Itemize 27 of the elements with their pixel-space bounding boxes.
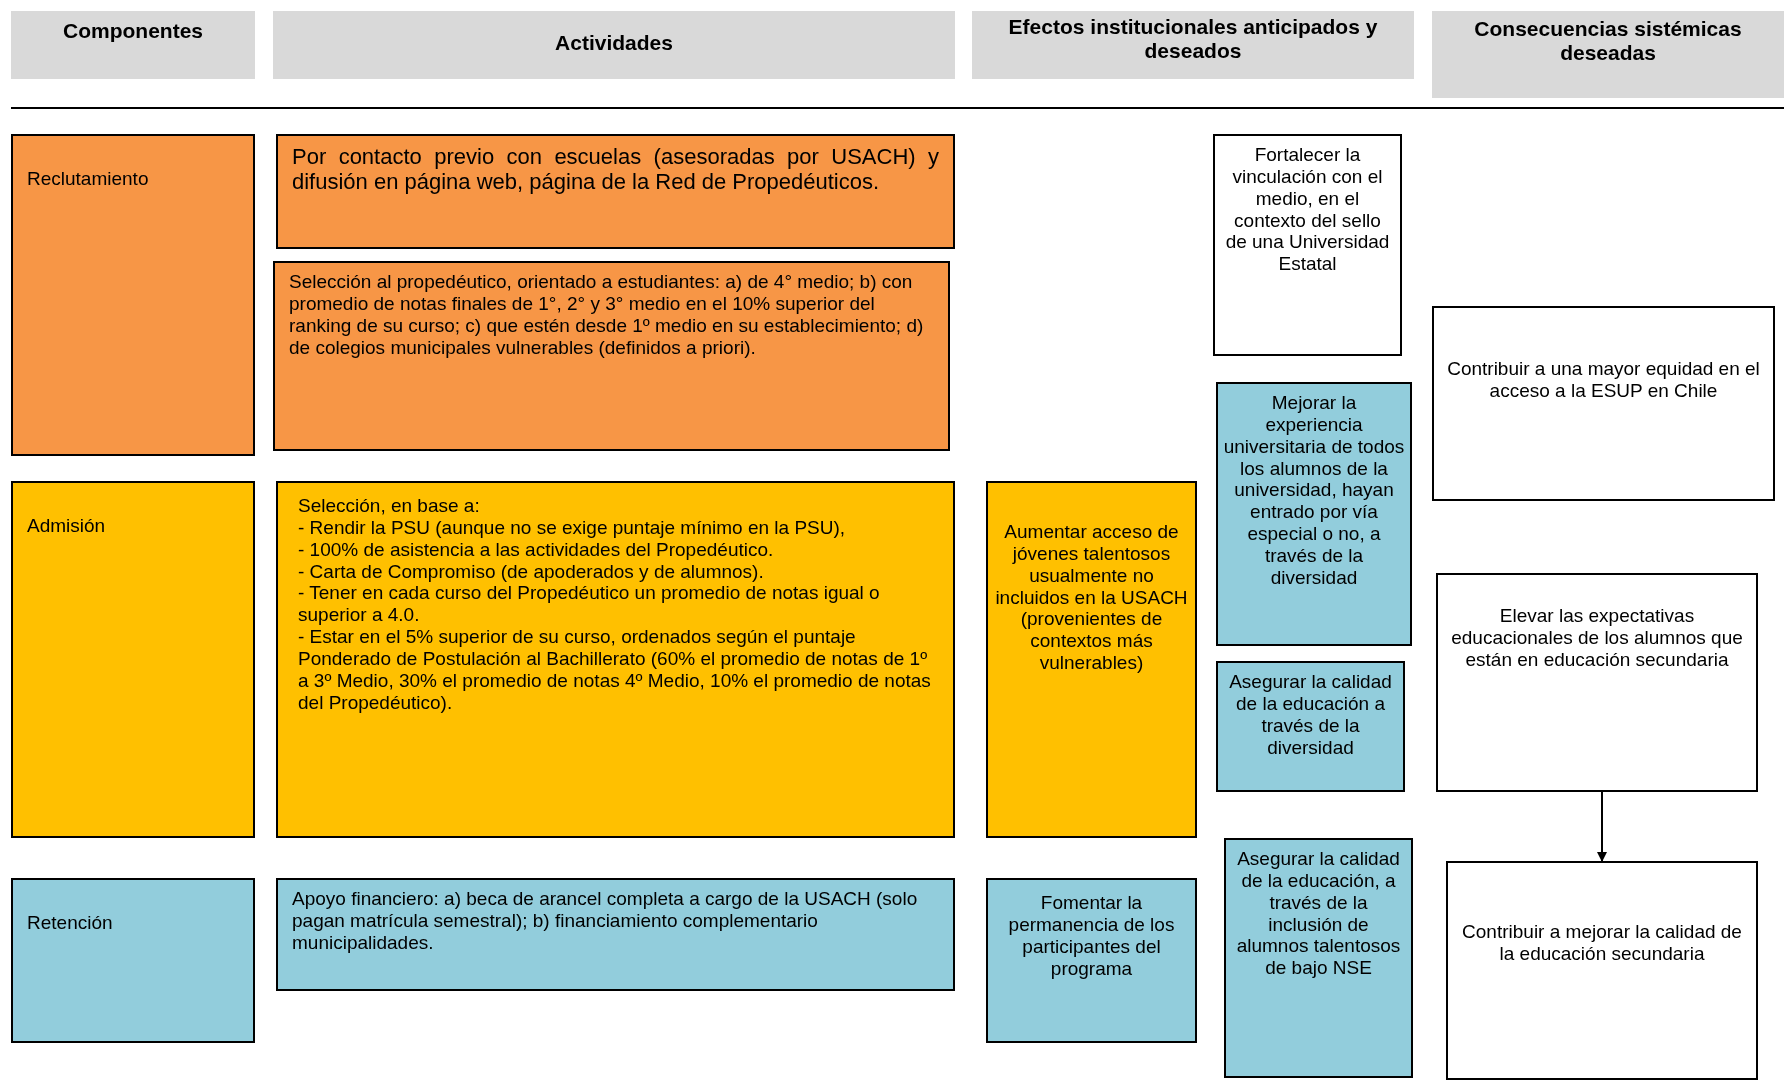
list-line: - Rendir la PSU (aunque no se exige puntaje mínimo en la PSU), bbox=[298, 516, 847, 539]
activity-box: Por contacto previo con escuelas (asesoradas por USACH) y difusión en página web, página de la Red de Propedéuticos. bbox=[276, 134, 955, 249]
component-box: Admisión bbox=[11, 481, 255, 838]
activity-box bbox=[276, 481, 955, 838]
effect-box: Asegurar la calidad de la educación, a través de la inclusión de alumnos talentosos de bajo NSE bbox=[1224, 838, 1413, 1078]
list-line: - Estar en el 5% superior de su curso, ordenados según el puntaje Ponderado de Postulación al Bachillerato (60% el promedio de notas de 1º a 3º Medio, 30% el promedio de notas 4º Medio, 10% el promedio de notas del Propedéutico). bbox=[298, 626, 932, 714]
column-header: Consecuencias sistémicas deseadas bbox=[1432, 11, 1784, 98]
list-line: - Carta de Compromiso (de apoderados y de alumnos). bbox=[298, 560, 765, 583]
component-box: Reclutamiento bbox=[11, 134, 255, 456]
consequence-box: Elevar las expectativas educacionales de los alumnos que están en educación secundaria bbox=[1436, 573, 1758, 792]
column-header: Efectos institucionales anticipados y deseados bbox=[972, 11, 1414, 79]
component-box: Retención bbox=[11, 878, 255, 1043]
column-header: Actividades bbox=[273, 11, 955, 79]
column-header: Componentes bbox=[11, 11, 255, 79]
effect-box: Aumentar acceso de jóvenes talentosos usualmente no incluidos en la USACH (provenientes de contextos más vulnerables) bbox=[986, 481, 1197, 838]
effect-box: Asegurar la calidad de la educación a través de la diversidad bbox=[1216, 661, 1405, 792]
effect-box: Mejorar la experiencia universitaria de todos los alumnos de la universidad, hayan entrado por vía especial o no, a través de la diversidad bbox=[1216, 382, 1412, 646]
list-line: - 100% de asistencia a las actividades del Propedéutico. bbox=[298, 538, 775, 561]
effect-box: Fomentar la permanencia de los participantes del programa bbox=[986, 878, 1197, 1043]
activity-box: Selección al propedéutico, orientado a estudiantes: a) de 4° medio; b) con promedio de notas finales de 1°, 2° y 3° medio en el 10% superior del ranking de su curso; c) que estén desde 1º medio en su establecimiento; d) de colegios municipales vulnerables (definidos a priori). bbox=[273, 261, 950, 451]
activity-box: Apoyo financiero: a) beca de arancel completa a cargo de la USACH (solo pagan matrícula semestral); b) financiamiento complementario municipalidades. bbox=[276, 878, 955, 991]
consequence-box: Contribuir a mejorar la calidad de la educación secundaria bbox=[1446, 861, 1758, 1080]
effect-box: Fortalecer la vinculación con el medio, en el contexto del sello de una Universidad Estatal bbox=[1213, 134, 1402, 356]
list-line: Selección, en base a: bbox=[298, 495, 481, 517]
arrow bbox=[1597, 791, 1607, 862]
list-line: - Tener en cada curso del Propedéutico un promedio de notas igual o superior a 4.0. bbox=[298, 582, 881, 627]
consequence-box: Contribuir a una mayor equidad en el acceso a la ESUP en Chile bbox=[1432, 306, 1775, 501]
